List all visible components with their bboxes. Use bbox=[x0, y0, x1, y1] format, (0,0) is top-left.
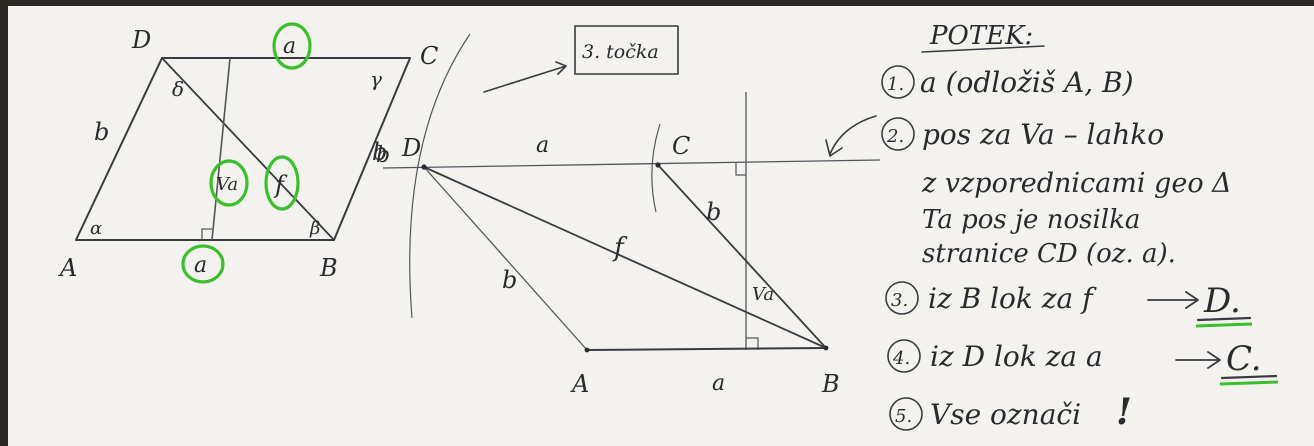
sketch-vertex-c: C bbox=[420, 42, 438, 70]
sketch-side-bottom-label: a bbox=[194, 253, 207, 278]
step-3-result-underline-1 bbox=[1196, 316, 1252, 322]
construction-left-side-label: b bbox=[502, 266, 517, 294]
step-4-result-underline-green bbox=[1219, 380, 1279, 386]
construction-top-side-label: a bbox=[536, 133, 549, 158]
callout-box bbox=[574, 25, 679, 75]
step-4-arrow bbox=[1175, 351, 1221, 369]
step-5-number: 5. bbox=[895, 406, 912, 427]
step-3-result: D. bbox=[1203, 281, 1241, 321]
construction-side-bc bbox=[657, 164, 827, 349]
construction-diagonal-bd bbox=[423, 166, 827, 349]
step-5-text: Vse označi bbox=[930, 398, 1081, 431]
sketch-vertex-a: A bbox=[58, 254, 77, 282]
point-b bbox=[823, 345, 829, 351]
parallelogram-sketch: D C A B a a b b α β γ δ Va f bbox=[58, 22, 438, 284]
step-4-text: iz D lok za a bbox=[930, 340, 1103, 373]
sketch-angle-beta: β bbox=[309, 218, 320, 239]
step-4-number: 4. bbox=[892, 348, 910, 369]
step-1-number: 1. bbox=[887, 74, 904, 95]
sketch-highlight-va bbox=[209, 159, 249, 207]
steps-title: POTEK: bbox=[929, 21, 1033, 51]
step-3-text: iz B lok za f bbox=[928, 282, 1097, 315]
parallel-carrier-line bbox=[382, 159, 881, 169]
sketch-angle-delta: δ bbox=[172, 77, 184, 101]
sketch-height-label: Va bbox=[216, 174, 238, 195]
point-c bbox=[655, 162, 661, 168]
construction-height-label: Va bbox=[752, 284, 774, 305]
construction-parallel-distance-label: b bbox=[376, 143, 390, 168]
sketch-side-top-label: a bbox=[283, 34, 296, 59]
step-3-number: 3. bbox=[891, 290, 908, 311]
construction-vertex-b: B bbox=[821, 370, 840, 398]
construction-vertex-a: A bbox=[570, 370, 589, 398]
steps-title-underline bbox=[921, 45, 1045, 53]
step-4-number-circle bbox=[887, 339, 921, 373]
sketch-side-right-label: b bbox=[372, 138, 387, 166]
sketch-diagonal-f bbox=[161, 57, 335, 241]
step-2-line-4: stranice CD (oz. a). bbox=[922, 239, 1176, 269]
step-arrow bbox=[825, 115, 877, 157]
step-2-number: 2. bbox=[886, 126, 904, 147]
sketch-right-angle-mark bbox=[201, 228, 212, 240]
step-1-text: a (odložiš A, B) bbox=[920, 66, 1134, 99]
construction-right-angle-top bbox=[735, 163, 746, 176]
sketch-highlight-bottom-a bbox=[181, 244, 225, 284]
step-2-line-1: pos za Va – lahko bbox=[922, 118, 1164, 151]
step-5-mark: ! bbox=[1116, 391, 1132, 433]
construction-side-ad bbox=[423, 166, 588, 351]
callout-arrow bbox=[483, 61, 567, 93]
parallelogram-construction: D C A B a a b b f Va b 3. točka bbox=[376, 25, 881, 398]
construction-side-ab bbox=[586, 347, 827, 351]
step-2-line-3: Ta pos je nosilka bbox=[922, 205, 1140, 235]
step-5-number-circle bbox=[889, 397, 923, 431]
steps-panel: POTEK: 1. a (odložiš A, B) 2. pos za Va … bbox=[881, 21, 1279, 433]
construction-vertex-c: C bbox=[672, 132, 690, 160]
callout-text: 3. točka bbox=[582, 41, 659, 63]
sketch-angle-alpha: α bbox=[90, 218, 102, 239]
arc-from-b-radius-f bbox=[409, 33, 471, 319]
arc-from-d-radius-a bbox=[651, 123, 661, 213]
step-3-number-circle bbox=[885, 281, 919, 315]
construction-base-label: a bbox=[712, 371, 725, 396]
sketch-parallelogram-outline bbox=[75, 57, 411, 241]
construction-right-angle-bottom bbox=[746, 337, 759, 350]
sketch-height-va bbox=[211, 57, 231, 241]
step-2-line-2: z vzporednicami geo Δ bbox=[921, 168, 1232, 199]
paper-sheet bbox=[8, 6, 1314, 446]
sketch-highlight-f bbox=[264, 155, 300, 211]
step-2-number-circle bbox=[881, 117, 915, 151]
step-3-arrow bbox=[1147, 291, 1199, 309]
step-1-number-circle bbox=[881, 65, 915, 99]
sketch-vertex-d: D bbox=[131, 26, 151, 54]
sketch-highlight-top-a bbox=[272, 22, 312, 70]
step-3-result-underline-green bbox=[1195, 322, 1253, 328]
point-d bbox=[421, 164, 427, 170]
point-a bbox=[584, 347, 590, 353]
step-4-result: C. bbox=[1226, 339, 1262, 379]
sketch-vertex-b: B bbox=[319, 254, 338, 282]
sketch-side-left-label: b bbox=[94, 118, 109, 146]
construction-right-side-label: b bbox=[706, 198, 721, 226]
sketch-angle-gamma: γ bbox=[370, 67, 382, 91]
construction-vertex-d: D bbox=[401, 134, 421, 162]
step-4-result-underline-1 bbox=[1220, 374, 1278, 380]
